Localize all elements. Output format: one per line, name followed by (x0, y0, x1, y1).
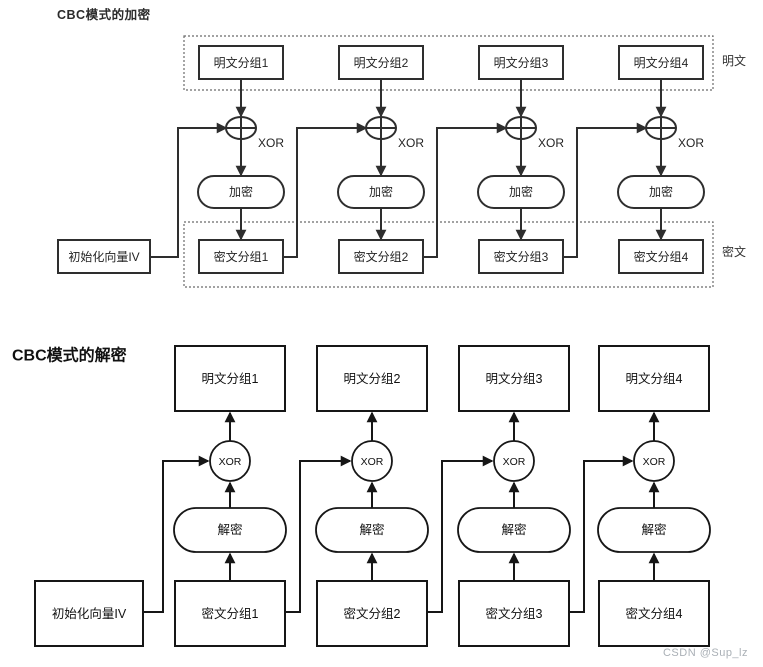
xor-cross-icon (646, 117, 676, 139)
dec-plaintext-label-4: 明文分组4 (626, 371, 683, 386)
enc-column-4: 明文分组4 XOR 加密 密文分组4 (617, 45, 705, 274)
enc-c1-to-xor2-connector (283, 122, 368, 258)
enc-plaintext-box-3 (478, 45, 564, 80)
enc-plaintext-label-2: 明文分组2 (354, 55, 409, 70)
enc-ciphertext-box-4 (618, 239, 704, 274)
dec-c2-to-xor3-connector (427, 455, 494, 613)
dec-ciphertext-box-3 (458, 580, 570, 647)
dec-ciphertext-label-3: 密文分组3 (486, 606, 543, 621)
dec-plaintext-box-2 (316, 345, 428, 412)
enc-plaintext-label-1: 明文分组1 (214, 55, 269, 70)
dec-iv-to-xor1-connector (143, 455, 210, 613)
dec-op-label-2: 解密 (359, 522, 384, 537)
xor-cross-icon (506, 117, 536, 139)
dec-op-node-1 (173, 507, 287, 553)
enc-c3-to-xor4-connector (563, 122, 648, 258)
enc-ciphertext-box-2 (338, 239, 424, 274)
dec-plaintext-label-1: 明文分组1 (202, 371, 259, 386)
dec-column-3: 明文分组3 XOR 解密 密文分组3 (457, 345, 571, 647)
enc-xor-label-1: XOR (258, 136, 284, 150)
dec-xor-label-4: XOR (643, 456, 666, 468)
enc-ciphertext-box-3 (478, 239, 564, 274)
dec-ciphertext-box-1 (174, 580, 286, 647)
xor-cross-icon (366, 117, 396, 139)
enc-c2-to-xor3-connector (423, 122, 508, 258)
dec-plaintext-box-1 (174, 345, 286, 412)
ciphertext-group-label: 密文 (722, 244, 746, 259)
plaintext-group-label: 明文 (722, 53, 746, 68)
enc-iv-label: 初始化向量IV (68, 249, 139, 264)
ciphertext-group-frame (183, 221, 714, 288)
enc-xor-label-2: XOR (398, 136, 424, 150)
dec-ciphertext-label-4: 密文分组4 (626, 606, 683, 621)
enc-column-1: 明文分组1 XOR 加密 密文分组1 (197, 45, 285, 274)
enc-ciphertext-label-2: 密文分组2 (354, 249, 409, 264)
enc-plaintext-box-4 (618, 45, 704, 80)
dec-op-label-4: 解密 (641, 522, 666, 537)
encryption-diagram: CBC模式的加密 明文 密文 初始化向量IV 明文分组1 XOR 加密 密文分组… (57, 7, 746, 288)
enc-plaintext-label-3: 明文分组3 (494, 55, 549, 70)
dec-column-1: 明文分组1 XOR 解密 密文分组1 (173, 345, 287, 647)
dec-xor-label-3: XOR (503, 456, 526, 468)
encryption-title: CBC模式的加密 (57, 7, 151, 22)
enc-plaintext-box-1 (198, 45, 284, 80)
watermark: CSDN @Sup_lz (663, 647, 748, 659)
decryption-diagram: CBC模式的解密 初始化向量IV 明文分组1 XOR 解密 密文分组1 明文分组… (12, 345, 711, 647)
xor-node-icon (633, 440, 675, 482)
dec-plaintext-box-4 (598, 345, 710, 412)
enc-plaintext-label-4: 明文分组4 (634, 55, 689, 70)
dec-iv-box (34, 580, 144, 647)
dec-column-2: 明文分组2 XOR 解密 密文分组2 (315, 345, 429, 647)
dec-plaintext-label-3: 明文分组3 (486, 371, 543, 386)
enc-op-label-2: 加密 (369, 184, 393, 199)
enc-iv-box (57, 239, 151, 274)
enc-plaintext-box-2 (338, 45, 424, 80)
dec-op-label-3: 解密 (501, 522, 526, 537)
dec-op-node-4 (597, 507, 711, 553)
enc-column-3: 明文分组3 XOR 加密 密文分组3 (477, 45, 565, 274)
enc-column-2: 明文分组2 XOR 加密 密文分组2 (337, 45, 425, 274)
dec-ciphertext-label-2: 密文分组2 (344, 606, 401, 621)
dec-ciphertext-box-4 (598, 580, 710, 647)
dec-plaintext-label-2: 明文分组2 (344, 371, 401, 386)
enc-ciphertext-box-1 (198, 239, 284, 274)
enc-xor-label-3: XOR (538, 136, 564, 150)
dec-ciphertext-label-1: 密文分组1 (202, 606, 259, 621)
xor-node-icon (493, 440, 535, 482)
enc-op-label-4: 加密 (649, 184, 673, 199)
dec-plaintext-box-3 (458, 345, 570, 412)
dec-xor-label-1: XOR (219, 456, 242, 468)
enc-ciphertext-label-4: 密文分组4 (634, 249, 689, 264)
enc-ciphertext-label-3: 密文分组3 (494, 249, 549, 264)
enc-xor-label-4: XOR (678, 136, 704, 150)
plaintext-group-frame (183, 35, 714, 91)
enc-iv-to-xor1-connector (150, 122, 228, 258)
decryption-title: CBC模式的解密 (12, 346, 127, 365)
xor-cross-icon (226, 117, 256, 139)
xor-node-icon (209, 440, 251, 482)
dec-xor-label-2: XOR (361, 456, 384, 468)
enc-op-label-3: 加密 (509, 184, 533, 199)
dec-c3-to-xor4-connector (569, 455, 634, 613)
dec-column-4: 明文分组4 XOR 解密 密文分组4 (597, 345, 711, 647)
enc-ciphertext-label-1: 密文分组1 (214, 249, 269, 264)
dec-op-label-1: 解密 (217, 522, 242, 537)
dec-op-node-2 (315, 507, 429, 553)
enc-op-label-1: 加密 (229, 184, 253, 199)
dec-c1-to-xor2-connector (285, 455, 352, 613)
dec-ciphertext-box-2 (316, 580, 428, 647)
dec-iv-label: 初始化向量IV (52, 606, 127, 621)
dec-op-node-3 (457, 507, 571, 553)
xor-node-icon (351, 440, 393, 482)
